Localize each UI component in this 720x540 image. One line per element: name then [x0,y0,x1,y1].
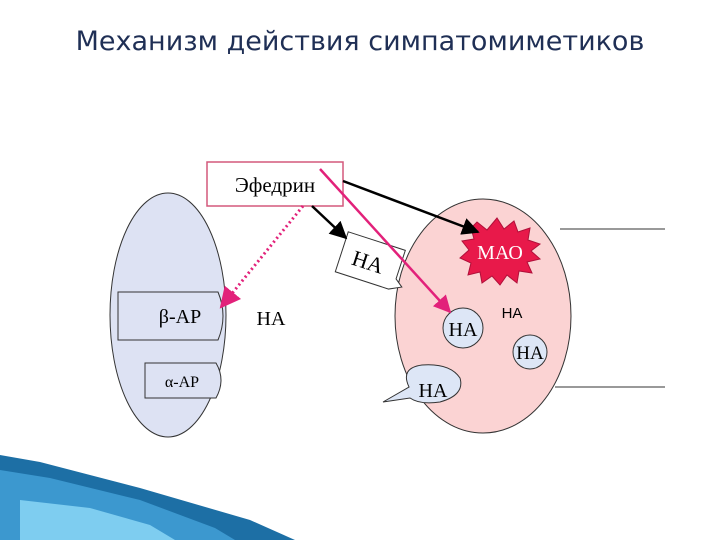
alpha-receptor: α-АР [144,362,222,399]
na-callout-bottom-label: НА [419,380,448,402]
ephedrine-box: Эфедрин [206,161,344,207]
na-vesicle-inner-label: НА [449,319,478,341]
vesicle-inner: НА [442,307,484,349]
mao-label: МАО [477,242,523,264]
vesicle-right: НА [512,334,548,370]
slide-title: Механизм действия симпатомиметиков [75,26,645,57]
na-top-right-label: НА [502,305,523,322]
na-callout-bottom: НА [382,364,462,404]
beta-receptor: β-АР [117,291,224,341]
arrow-ephedrine-to-vesicle [319,168,452,314]
beta-receptor-label: β-АР [159,306,201,328]
alpha-receptor-label: α-АР [165,374,199,391]
na-synapse-label: НА [257,308,286,330]
ephedrine-label: Эфедрин [235,173,315,197]
na-rotated-box: НА [334,231,406,290]
arrow-ephedrine-to-beta-dotted [219,205,305,309]
arrow-ephedrine-to-mao [342,179,480,235]
na-vesicle-right-label: НА [516,343,544,364]
mao-burst: МАО [459,217,542,286]
corner-decoration [0,455,295,540]
arrow-ephedrine-to-na [311,205,348,240]
